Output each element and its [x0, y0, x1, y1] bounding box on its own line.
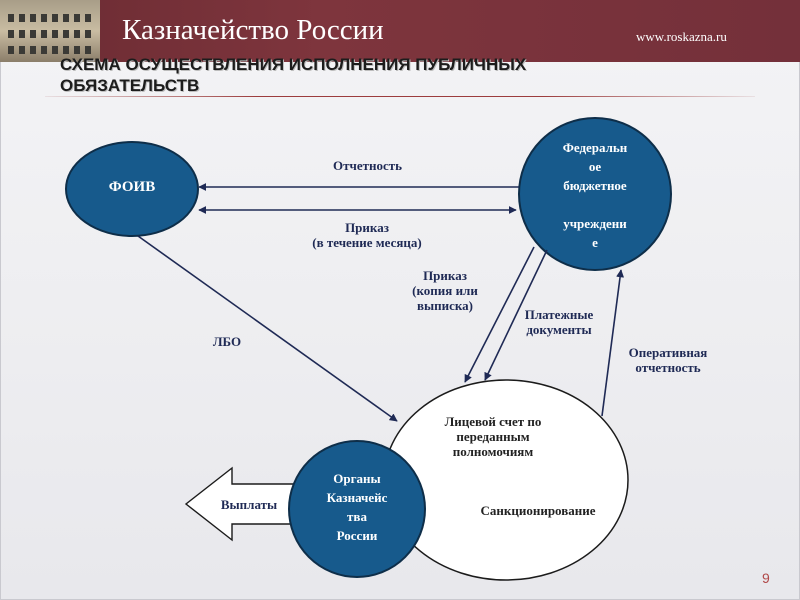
payments-label: Выплаты — [220, 497, 278, 512]
header-url[interactable]: www.roskazna.ru — [636, 29, 727, 44]
treasury-label-line: России — [336, 528, 378, 543]
treasury-label-line: тва — [347, 509, 367, 524]
slide-title: СХЕМА ОСУЩЕСТВЛЕНИЯ ИСПОЛНЕНИЯ ПУБЛИЧНЫХ… — [60, 54, 700, 96]
fbu-label-line: бюджетное — [563, 178, 627, 193]
treasury-label-line: Органы — [333, 471, 381, 486]
order-copy-label-line: выписка) — [416, 298, 474, 313]
fbu-label-line: ое — [588, 159, 602, 174]
building-windows-row — [8, 30, 92, 38]
treasury-bodies-node[interactable] — [288, 440, 426, 578]
order-copy-label: Приказ (копия или выписка) — [395, 268, 495, 313]
lbo-arrow — [137, 235, 398, 422]
order-copy-label-line: Приказ — [423, 268, 467, 283]
fbu-label-spacer — [537, 195, 653, 214]
order-copy-label-line: (копия или — [412, 283, 478, 298]
treasury-label-line: Казначейс — [326, 490, 388, 505]
payment-documents-label-line: Платежные — [524, 307, 594, 322]
payment-documents-arrow — [484, 249, 548, 381]
fbu-label-line: Федеральн — [562, 140, 628, 155]
payment-documents-label: Платежные документы — [508, 307, 610, 337]
account-label-line: Лицевой счет по — [444, 414, 542, 429]
lbo-label: ЛБО — [212, 334, 242, 349]
order-label-line: Приказ — [345, 220, 389, 235]
operative-reporting-label-line: Оперативная — [628, 345, 708, 360]
fbu-label-line: учреждени — [563, 216, 627, 231]
slide-title-line: СХЕМА ОСУЩЕСТВЛЕНИЯ ИСПОЛНЕНИЯ ПУБЛИЧНЫХ — [60, 55, 527, 74]
order-label-line: (в течение месяца) — [312, 235, 422, 250]
fbu-label-line: е — [592, 235, 598, 250]
operative-reporting-label: Оперативная отчетность — [612, 345, 724, 375]
account-ellipse — [383, 379, 629, 581]
title-divider — [45, 96, 755, 97]
building-windows-row — [8, 14, 92, 22]
operative-reporting-label-line: отчетность — [635, 360, 701, 375]
page-number: 9 — [762, 570, 770, 586]
fbu-label: Федеральн ое бюджетное учреждени е — [537, 138, 653, 252]
treasury-label: Органы Казначейс тва России — [307, 469, 407, 545]
header-bar: Казначейство России www.roskazna.ru — [0, 0, 800, 62]
foiv-label: ФОИВ — [108, 179, 156, 195]
foiv-node[interactable] — [65, 141, 199, 237]
federal-budget-institution-node[interactable] — [518, 117, 672, 271]
building-photo — [0, 0, 100, 62]
account-label-line: переданным — [456, 429, 530, 444]
slide-title-line: ОБЯЗАТЕЛЬСТВ — [60, 76, 200, 95]
operative-reporting-arrow — [601, 269, 625, 417]
order-label: Приказ (в течение месяца) — [282, 220, 452, 250]
account-label-line: полномочиям — [452, 444, 534, 459]
sanction-label: Санкционирование — [480, 503, 596, 518]
header-title: Казначейство России — [122, 14, 384, 46]
account-label: Лицевой счет по переданным полномочиям — [418, 414, 568, 459]
reporting-label: Отчетность — [332, 158, 402, 173]
payment-documents-label-line: документы — [526, 322, 592, 337]
order-copy-arrow — [464, 246, 535, 383]
building-windows-row — [8, 46, 92, 54]
